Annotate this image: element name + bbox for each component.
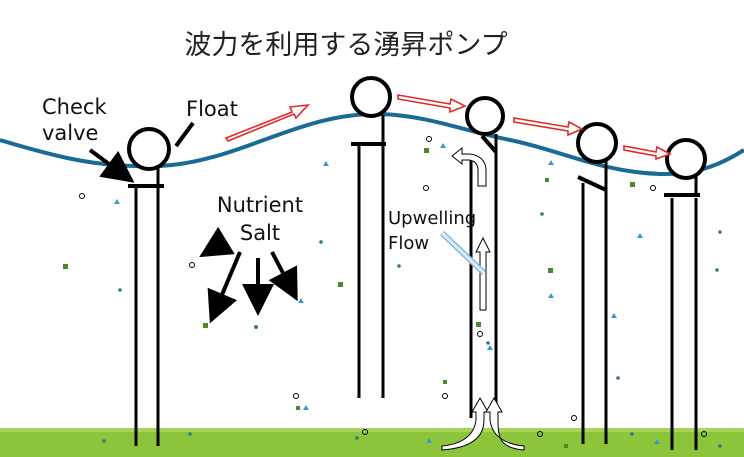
pump-3-float <box>465 96 505 136</box>
outflow-arrow-icon <box>451 146 487 187</box>
red-motion-arrow-1-icon <box>224 103 311 142</box>
pump-1 <box>127 127 171 446</box>
upwelling-label-line2: Flow <box>388 233 429 254</box>
nutrient-triangles <box>114 143 660 444</box>
float-label: Float <box>186 97 238 121</box>
pump-2-float <box>350 76 392 118</box>
nutrient-arrows <box>199 226 298 324</box>
nutrient-arrow-2 <box>207 251 242 324</box>
pump-4 <box>576 122 618 444</box>
pump-1-float <box>127 127 171 171</box>
nutrient-arrow-4 <box>268 251 298 302</box>
nutrient-arrow-1 <box>199 226 235 258</box>
nutrient-label-line1: Nutrient <box>217 193 303 217</box>
pump-4-float <box>576 122 618 164</box>
pump-5 <box>664 138 707 450</box>
seabed <box>0 428 744 457</box>
nutrient-particles <box>63 136 722 448</box>
diagram-title: 波力を利用する湧昇ポンプ <box>184 30 507 61</box>
check-valve-label-line1: Check <box>42 95 107 119</box>
label-leaders <box>88 121 195 183</box>
check-valve-label-line2: valve <box>42 121 98 145</box>
pump-3-check-valve-open <box>480 134 498 154</box>
upwelling-label-line1: Upwelling <box>388 208 476 229</box>
pump-2 <box>350 76 392 398</box>
pump-4-check-valve <box>577 175 607 192</box>
float-leader-line <box>174 121 195 148</box>
inflow-arrow-right-icon <box>485 396 525 451</box>
red-motion-arrow-2-icon <box>397 94 467 114</box>
wave-motion-arrows <box>224 94 672 161</box>
red-motion-arrow-4-icon <box>623 145 672 161</box>
nutrient-label-line2: Salt <box>240 221 280 245</box>
upwelling-leader-line-inner <box>440 231 486 275</box>
red-motion-arrow-3-icon <box>513 117 584 137</box>
pump-3 <box>441 96 525 451</box>
nutrient-dots <box>102 212 722 448</box>
pump-5-float <box>665 138 707 180</box>
inflow-arrow-left-icon <box>441 396 489 451</box>
check-valve-leader-arrow <box>88 148 135 183</box>
seabed-edge <box>0 428 744 432</box>
nutrient-squares <box>63 148 635 448</box>
nutrient-circles <box>79 136 707 437</box>
